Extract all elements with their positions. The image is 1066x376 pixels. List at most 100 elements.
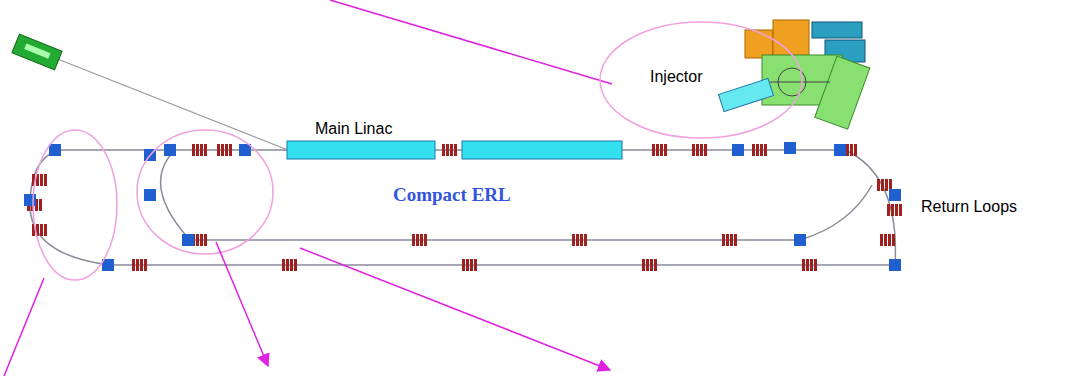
dipole bbox=[732, 144, 744, 156]
quadrupole bbox=[294, 259, 297, 271]
quadrupole bbox=[446, 144, 449, 156]
quadrupole bbox=[225, 144, 228, 156]
quadrupole bbox=[752, 144, 755, 156]
quadrupole bbox=[204, 234, 207, 246]
quadrupole bbox=[442, 144, 445, 156]
quadrupole bbox=[692, 144, 695, 156]
highlight-region: Injector bbox=[598, 20, 804, 140]
quadrupole bbox=[877, 179, 880, 191]
beam-line bbox=[30, 150, 895, 265]
quadrupole bbox=[584, 234, 587, 246]
dipole bbox=[889, 259, 901, 271]
quadrupole bbox=[810, 259, 813, 271]
quadrupole bbox=[846, 144, 849, 156]
quadrupole bbox=[726, 234, 729, 246]
quadrupole bbox=[44, 174, 47, 186]
quadrupole bbox=[650, 259, 653, 271]
quadrupole bbox=[424, 234, 427, 246]
quadrupole bbox=[217, 144, 220, 156]
magnets bbox=[24, 142, 902, 271]
quadrupole bbox=[891, 204, 894, 216]
quadrupole bbox=[642, 259, 645, 271]
quadrupole bbox=[802, 259, 805, 271]
quadrupole bbox=[290, 259, 293, 271]
quadrupole bbox=[704, 144, 707, 156]
region-label: Injector bbox=[650, 68, 702, 86]
quadrupole bbox=[700, 144, 703, 156]
quadrupole bbox=[888, 234, 891, 246]
quadrupole bbox=[850, 144, 853, 156]
callout-line bbox=[4, 0, 612, 376]
quadrupole bbox=[654, 259, 657, 271]
quadrupole bbox=[580, 234, 583, 246]
quadrupole bbox=[899, 204, 902, 216]
quadrupole bbox=[200, 144, 203, 156]
quadrupole bbox=[854, 144, 857, 156]
quadrupole bbox=[286, 259, 289, 271]
quadrupole bbox=[660, 144, 663, 156]
quadrupole bbox=[144, 259, 147, 271]
quadrupole bbox=[192, 144, 195, 156]
quadrupole bbox=[730, 234, 733, 246]
dipole bbox=[784, 142, 796, 154]
quadrupole bbox=[462, 259, 465, 271]
dipole bbox=[889, 189, 901, 201]
quadrupole bbox=[474, 259, 477, 271]
quadrupole bbox=[454, 144, 457, 156]
quadrupole bbox=[470, 259, 473, 271]
quadrupole bbox=[40, 224, 43, 236]
quadrupole bbox=[39, 199, 42, 211]
dipole bbox=[144, 189, 156, 201]
quadrupole bbox=[646, 259, 649, 271]
quadrupole bbox=[806, 259, 809, 271]
quadrupole bbox=[412, 234, 415, 246]
quadrupole bbox=[880, 234, 883, 246]
quadrupole bbox=[40, 174, 43, 186]
quadrupole bbox=[282, 259, 285, 271]
linac-label: Main Linac bbox=[315, 120, 392, 138]
dipole bbox=[794, 234, 806, 246]
quadrupole bbox=[764, 144, 767, 156]
quadrupole bbox=[140, 259, 143, 271]
quadrupole bbox=[664, 144, 667, 156]
quadrupole bbox=[652, 144, 655, 156]
quadrupole bbox=[416, 234, 419, 246]
quadrupole bbox=[895, 204, 898, 216]
quadrupole bbox=[44, 224, 47, 236]
quadrupole bbox=[420, 234, 423, 246]
quadrupole bbox=[132, 259, 135, 271]
main-linac bbox=[287, 141, 622, 159]
quadrupole bbox=[734, 234, 737, 246]
quadrupole bbox=[576, 234, 579, 246]
quadrupole bbox=[200, 234, 203, 246]
title-label: Compact ERL bbox=[393, 184, 511, 206]
injector-equipment bbox=[718, 20, 869, 129]
quadrupole bbox=[221, 144, 224, 156]
quadrupole bbox=[884, 234, 887, 246]
dipole bbox=[182, 234, 194, 246]
quadrupole bbox=[196, 234, 199, 246]
quadrupole bbox=[892, 234, 895, 246]
dipole bbox=[24, 194, 36, 206]
dipole bbox=[164, 144, 176, 156]
quadrupole bbox=[204, 144, 207, 156]
quadrupole bbox=[450, 144, 453, 156]
quadrupole bbox=[881, 179, 884, 191]
quadrupole bbox=[814, 259, 817, 271]
dipole bbox=[49, 144, 61, 156]
quadrupole bbox=[466, 259, 469, 271]
dipole bbox=[834, 144, 846, 156]
quadrupole bbox=[887, 204, 890, 216]
quadrupole bbox=[656, 144, 659, 156]
quadrupole bbox=[696, 144, 699, 156]
quadrupole bbox=[885, 179, 888, 191]
highlight-ellipse bbox=[33, 130, 273, 280]
quadrupole bbox=[229, 144, 232, 156]
quadrupole bbox=[196, 144, 199, 156]
quadrupole bbox=[760, 144, 763, 156]
quadrupole bbox=[756, 144, 759, 156]
quadrupole bbox=[572, 234, 575, 246]
